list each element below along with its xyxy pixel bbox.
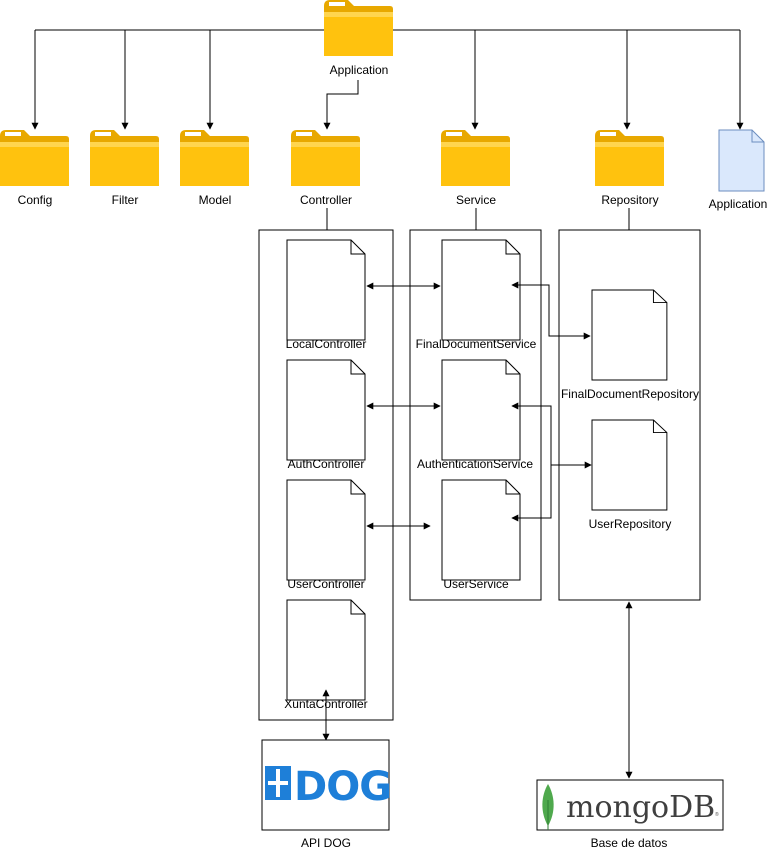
- class-label: UserRepository: [589, 517, 672, 531]
- package-controller[interactable]: Controller: [291, 130, 360, 207]
- folder-icon: [595, 130, 664, 186]
- dog-logo: DOG: [265, 764, 392, 810]
- application-file[interactable]: Application: [709, 129, 768, 211]
- file-icon: [718, 129, 765, 192]
- database-label: Base de datos: [591, 836, 668, 850]
- folder-icon: [90, 130, 159, 186]
- class-label: AuthenticationService: [417, 457, 533, 471]
- package-label: Service: [456, 193, 496, 207]
- package-label: Model: [199, 193, 232, 207]
- class-file-icon: [441, 479, 521, 581]
- repository-final-document[interactable]: FinalDocumentRepository: [561, 289, 699, 401]
- api-dog-node[interactable]: DOG API DOG: [261, 739, 392, 850]
- dependency-arrows: [322, 281, 633, 779]
- class-file-icon: [286, 359, 366, 461]
- mongodb-logo-text: mongoDB: [566, 790, 715, 825]
- folder-icon: [180, 130, 249, 186]
- file-label: Application: [709, 197, 768, 211]
- class-file-icon: [591, 289, 668, 381]
- repository-user[interactable]: UserRepository: [589, 419, 672, 531]
- controller-local[interactable]: LocalController: [286, 239, 367, 351]
- root-application-folder[interactable]: Application: [324, 0, 393, 77]
- class-file-icon: [441, 359, 521, 461]
- package-model[interactable]: Model: [180, 130, 249, 207]
- class-label: AuthController: [288, 457, 365, 471]
- package-repository[interactable]: Repository: [595, 130, 664, 207]
- service-container: [409, 229, 542, 601]
- file-fold: [751, 130, 764, 143]
- class-file-icon: [591, 419, 668, 511]
- folder-icon: [0, 130, 69, 186]
- class-file-icon: [286, 239, 366, 341]
- package-filter[interactable]: Filter: [90, 130, 159, 207]
- database-node[interactable]: mongoDB ® Base de datos: [536, 779, 724, 850]
- controller-user[interactable]: UserController: [286, 479, 366, 591]
- service-authentication[interactable]: AuthenticationService: [417, 359, 533, 471]
- class-label: FinalDocumentService: [416, 337, 537, 351]
- class-file-icon: [441, 239, 521, 341]
- controller-auth[interactable]: AuthController: [286, 359, 366, 471]
- folder-icon: [324, 0, 393, 56]
- class-file-icon: [286, 599, 366, 701]
- class-label: FinalDocumentRepository: [561, 387, 699, 401]
- package-label: Controller: [300, 193, 352, 207]
- dog-logo-text: DOG: [294, 764, 391, 810]
- repository-container: [558, 229, 701, 601]
- api-dog-label: API DOG: [301, 836, 351, 850]
- package-label: Config: [18, 193, 53, 207]
- root-label: Application: [330, 63, 389, 77]
- folder-icon: [441, 130, 510, 186]
- package-label: Filter: [112, 193, 139, 207]
- class-file-icon: [286, 479, 366, 581]
- package-label: Repository: [601, 193, 658, 207]
- package-config[interactable]: Config: [0, 130, 69, 207]
- class-label: UserController: [287, 577, 364, 591]
- class-label: LocalController: [286, 337, 367, 351]
- database-box: [536, 779, 724, 831]
- folder-icon: [291, 130, 360, 186]
- class-label: UserService: [443, 577, 509, 591]
- package-service[interactable]: Service: [441, 130, 510, 207]
- service-user[interactable]: UserService: [441, 479, 521, 591]
- service-final-document[interactable]: FinalDocumentService: [416, 239, 537, 351]
- mongodb-registered-mark: ®: [715, 811, 719, 818]
